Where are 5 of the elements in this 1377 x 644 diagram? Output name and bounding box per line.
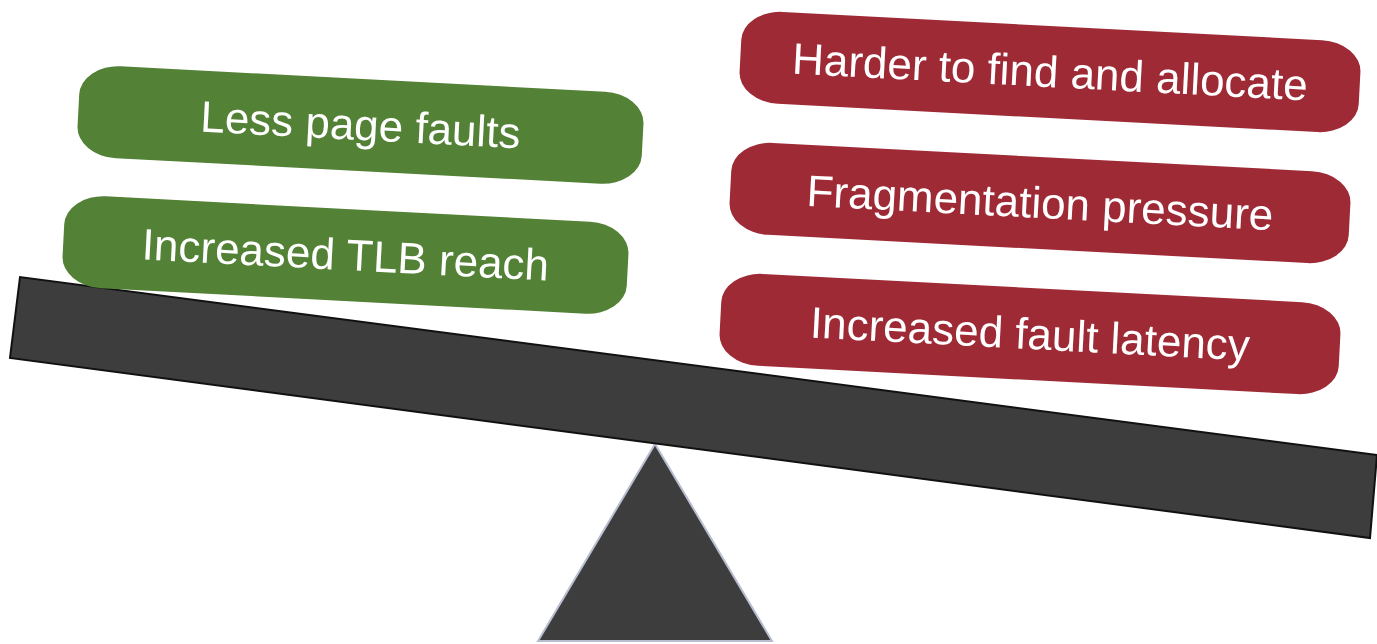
block-text: Increased fault latency <box>809 300 1251 368</box>
block-text: Harder to find and allocate <box>791 36 1309 108</box>
block-text: Less page faults <box>198 94 522 156</box>
block-text: Increased TLB reach <box>140 222 550 288</box>
block-text: Fragmentation pressure <box>805 168 1275 238</box>
